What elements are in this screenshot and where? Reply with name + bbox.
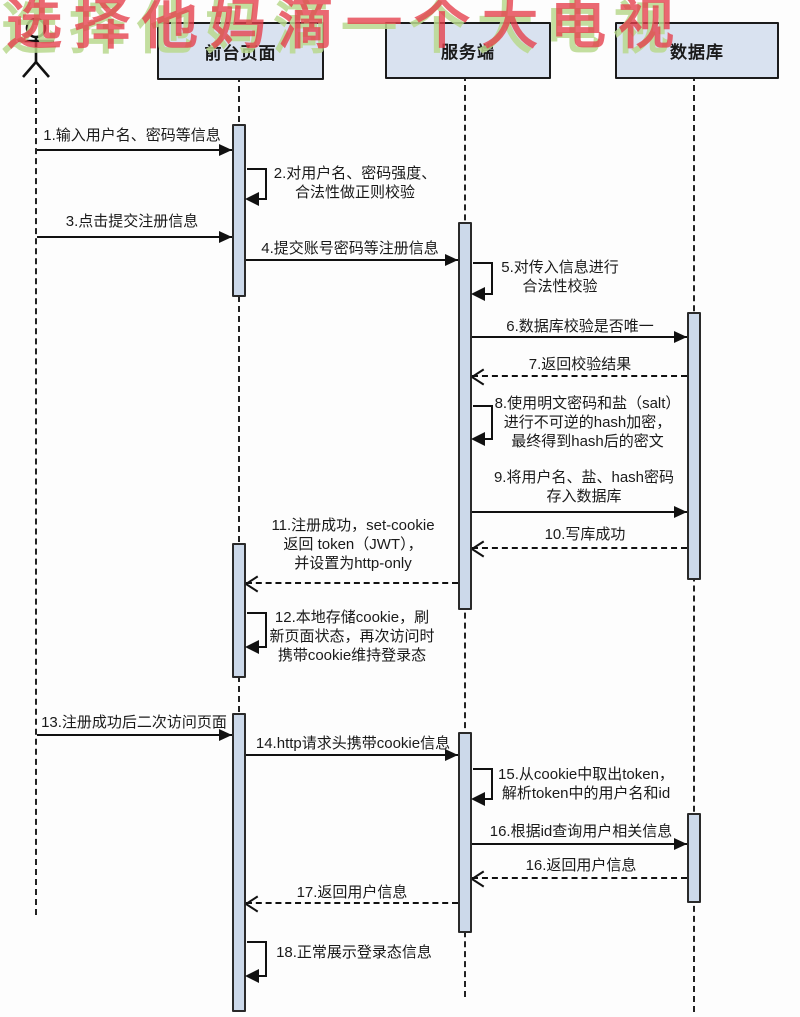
message-16-return-label: 16.返回用户信息 — [525, 857, 637, 874]
message-5-self-loop — [471, 262, 493, 301]
arrowhead-icon — [674, 506, 687, 518]
message-9-arrow — [472, 506, 687, 518]
participant-box-server: 服务端 — [385, 22, 551, 79]
arrowhead-icon — [219, 231, 232, 243]
arrowhead-icon — [245, 969, 259, 983]
message-12-self-loop — [245, 612, 267, 654]
arrowhead-icon — [445, 254, 458, 266]
message-10-label: 10.写库成功 — [544, 526, 626, 543]
activation-server-1 — [458, 222, 472, 610]
message-4-label: 4.提交账号密码等注册信息 — [261, 240, 439, 257]
message-16-return-arrow — [471, 870, 687, 888]
message-18-self-loop — [245, 941, 267, 983]
message-2-self-loop — [245, 168, 267, 206]
activation-frontend-2 — [232, 543, 246, 678]
message-8-self-loop — [471, 405, 493, 446]
message-11-arrow — [245, 575, 458, 593]
watermark-text: 选择他妈滴一个大电视 — [6, 0, 686, 55]
message-7-label: 7.返回校验结果 — [528, 356, 632, 373]
participant-label-server: 服务端 — [441, 43, 495, 62]
activation-frontend-3 — [232, 713, 246, 1012]
arrowhead-icon — [471, 432, 485, 446]
message-13-arrow — [37, 729, 232, 741]
message-16-label: 16.根据id查询用户相关信息 — [489, 823, 673, 840]
message-14-arrow — [246, 749, 458, 761]
message-16-arrow — [472, 838, 687, 850]
arrowhead-icon — [445, 749, 458, 761]
message-12-label: 12.本地存储cookie，刷 新页面状态，再次访问时 携带cookie维持登录… — [269, 609, 435, 665]
message-6-label: 6.数据库校验是否唯一 — [506, 318, 654, 335]
message-17-arrow — [245, 895, 458, 913]
participant-label-frontend: 前台页面 — [204, 43, 277, 63]
arrowhead-icon — [674, 331, 687, 343]
arrowhead-icon — [674, 838, 687, 850]
message-6-arrow — [472, 331, 687, 343]
message-15-self-loop — [471, 768, 493, 806]
message-11-label: 11.注册成功，set-cookie 返回 token（JWT）， 并设置为ht… — [271, 517, 435, 573]
message-18-label: 18.正常展示登录态信息 — [276, 944, 432, 961]
message-3-label: 3.点击提交注册信息 — [65, 213, 199, 230]
arrowhead-icon — [219, 729, 232, 741]
message-5-label: 5.对传入信息进行 合法性校验 — [501, 259, 619, 296]
message-1-label: 1.输入用户名、密码等信息 — [43, 127, 221, 144]
message-15-label: 15.从cookie中取出token， 解析token中的用户名和id — [498, 766, 674, 803]
message-3-arrow — [37, 231, 232, 243]
message-9-label: 9.将用户名、盐、hash密码 存入数据库 — [493, 469, 675, 506]
activation-database-1 — [687, 312, 701, 580]
participant-box-frontend: 前台页面 — [157, 22, 324, 80]
activation-frontend-1 — [232, 124, 246, 297]
activation-database-2 — [687, 813, 701, 903]
participant-box-database: 数据库 — [615, 22, 779, 79]
arrowhead-icon — [245, 640, 259, 654]
lifeline-user — [35, 78, 37, 915]
arrowhead-icon — [471, 792, 485, 806]
message-4-arrow — [246, 254, 458, 266]
arrowhead-icon — [471, 287, 485, 301]
message-7-arrow — [471, 368, 687, 386]
message-13-label: 13.注册成功后二次访问页面 — [41, 714, 227, 731]
participant-label-database: 数据库 — [670, 43, 724, 62]
message-2-label: 2.对用户名、密码强度、 合法性做正则校验 — [273, 165, 437, 202]
message-17-label: 17.返回用户信息 — [296, 884, 408, 901]
message-14-label: 14.http请求头携带cookie信息 — [255, 735, 451, 752]
message-1-arrow — [37, 144, 232, 156]
message-10-arrow — [471, 540, 687, 558]
arrowhead-icon — [245, 192, 259, 206]
message-8-label: 8.使用明文密码和盐（salt） 进行不可逆的hash加密， 最终得到hash后… — [494, 395, 681, 451]
user-actor-icon — [18, 17, 54, 78]
activation-server-2 — [458, 732, 472, 933]
arrowhead-icon — [219, 144, 232, 156]
